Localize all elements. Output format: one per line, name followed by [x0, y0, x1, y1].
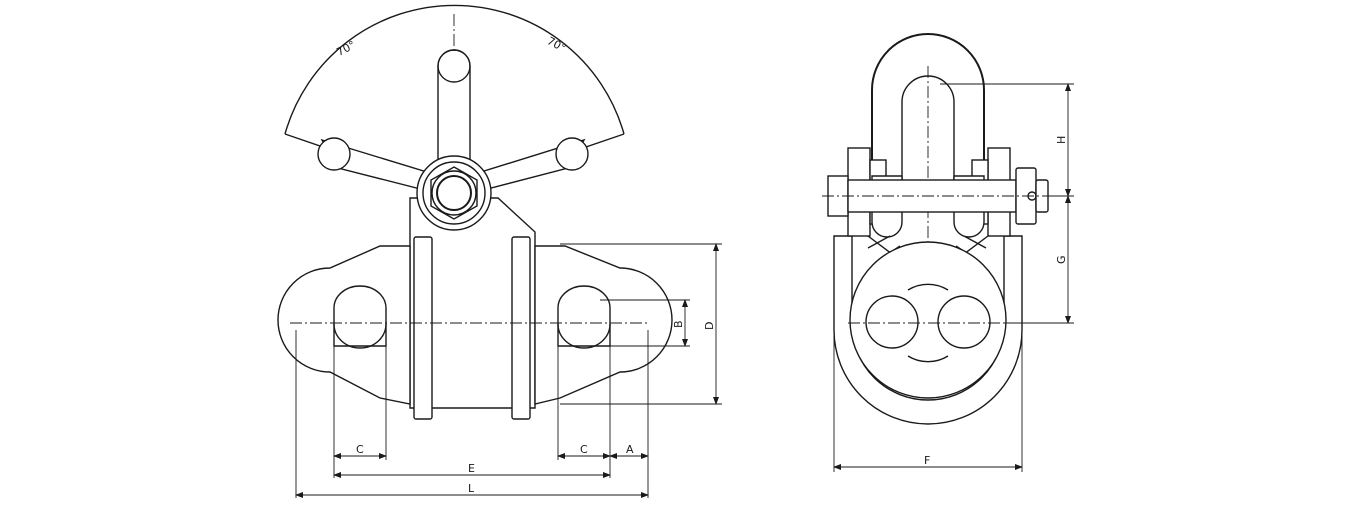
left-flange: [413, 236, 433, 420]
shackle: [871, 33, 985, 210]
svg-text:E: E: [468, 462, 475, 475]
svg-text:A: A: [626, 443, 634, 456]
svg-text:L: L: [468, 482, 475, 495]
front-view: 70° 70° D B C C: [277, 4, 722, 498]
angle-label-left: 70°: [334, 38, 357, 59]
svg-text:F: F: [924, 454, 930, 467]
angle-label-right: 70°: [545, 34, 568, 55]
svg-text:C: C: [580, 443, 588, 456]
svg-text:H: H: [1055, 136, 1068, 144]
hub-assembly: [416, 155, 492, 231]
sheave: [849, 241, 1007, 399]
dimension-B: B: [600, 299, 690, 347]
dimension-C-left: C: [333, 443, 387, 459]
dimension-D: D: [560, 243, 722, 405]
dimension-A: A: [609, 443, 649, 459]
left-pin-hole: [333, 285, 387, 347]
dimension-F: F: [833, 330, 1023, 472]
svg-text:D: D: [703, 322, 716, 330]
right-pin-hole: [557, 285, 611, 347]
right-flange: [511, 236, 531, 420]
side-view: H G F: [822, 33, 1074, 472]
dimension-C-right: C: [557, 443, 611, 459]
dimension-L: L: [295, 482, 649, 498]
swivel-eye-arms: [317, 49, 589, 195]
svg-text:G: G: [1055, 255, 1068, 264]
svg-text:C: C: [356, 443, 364, 456]
dimension-G: G: [1006, 195, 1074, 324]
svg-text:B: B: [672, 320, 685, 328]
dimension-E: E: [333, 462, 611, 478]
